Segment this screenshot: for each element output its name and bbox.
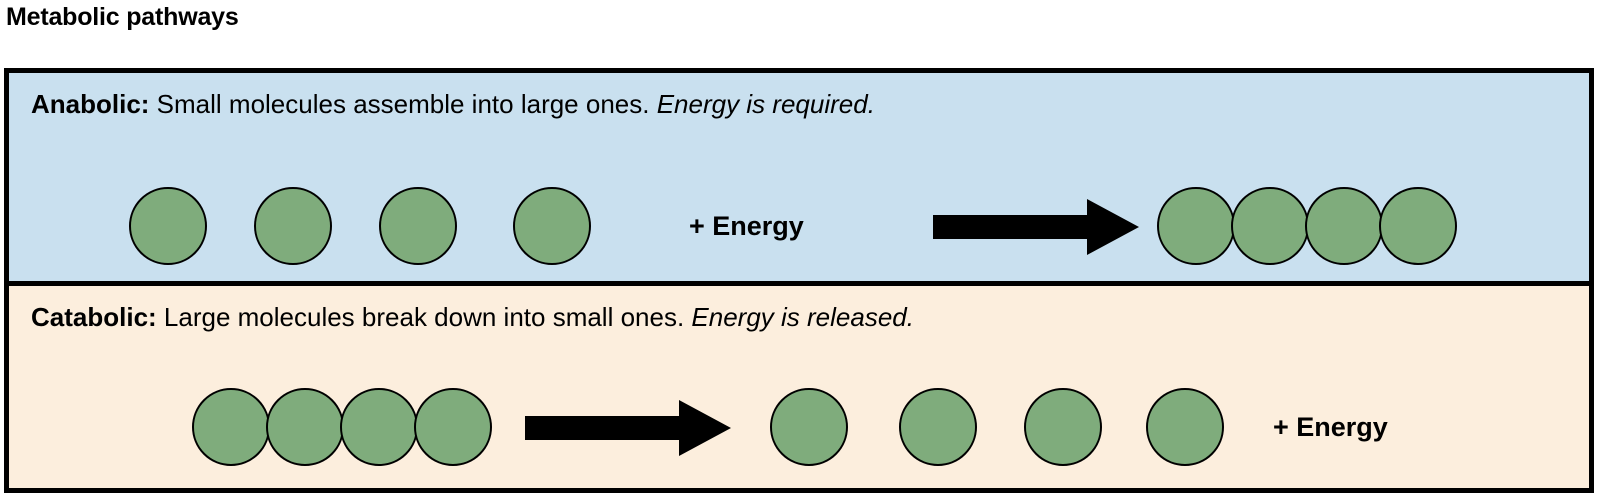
molecule-circle [1146, 388, 1224, 466]
anabolic-energy-label: + Energy [689, 211, 804, 241]
molecule-circle [254, 187, 332, 265]
molecule-circle [379, 187, 457, 265]
molecule-circle [414, 388, 492, 466]
molecule-circle [1379, 187, 1457, 265]
molecule-circle [1024, 388, 1102, 466]
molecule-circle [899, 388, 977, 466]
anabolic-energy-note: Energy is required. [656, 89, 875, 119]
catabolic-caption: Catabolic: Large molecules break down in… [31, 301, 914, 333]
molecule-circle [340, 388, 418, 466]
anabolic-caption: Anabolic: Small molecules assemble into … [31, 88, 875, 120]
molecule-circle [1231, 187, 1309, 265]
anabolic-term: Anabolic: [31, 89, 150, 119]
molecule-circle [129, 187, 207, 265]
catabolic-energy-note: Energy is released. [691, 302, 914, 332]
molecule-circle [1305, 187, 1383, 265]
catabolic-description: Large molecules break down into small on… [156, 302, 692, 332]
anabolic-description: Small molecules assemble into large ones… [149, 89, 657, 119]
catabolic-term: Catabolic: [31, 302, 157, 332]
panel-anabolic: Anabolic: Small molecules assemble into … [9, 73, 1589, 286]
pathway-panels: Anabolic: Small molecules assemble into … [4, 68, 1594, 493]
molecule-circle [770, 388, 848, 466]
panel-catabolic: Catabolic: Large molecules break down in… [9, 286, 1589, 488]
molecule-circle [1157, 187, 1235, 265]
page-title: Metabolic pathways [6, 3, 239, 31]
molecule-circle [266, 388, 344, 466]
anabolic-reaction-arrow-icon [933, 199, 1139, 255]
catabolic-reaction-arrow-icon [525, 400, 731, 456]
molecule-circle [513, 187, 591, 265]
catabolic-energy-label: + Energy [1273, 412, 1388, 442]
molecule-circle [192, 388, 270, 466]
